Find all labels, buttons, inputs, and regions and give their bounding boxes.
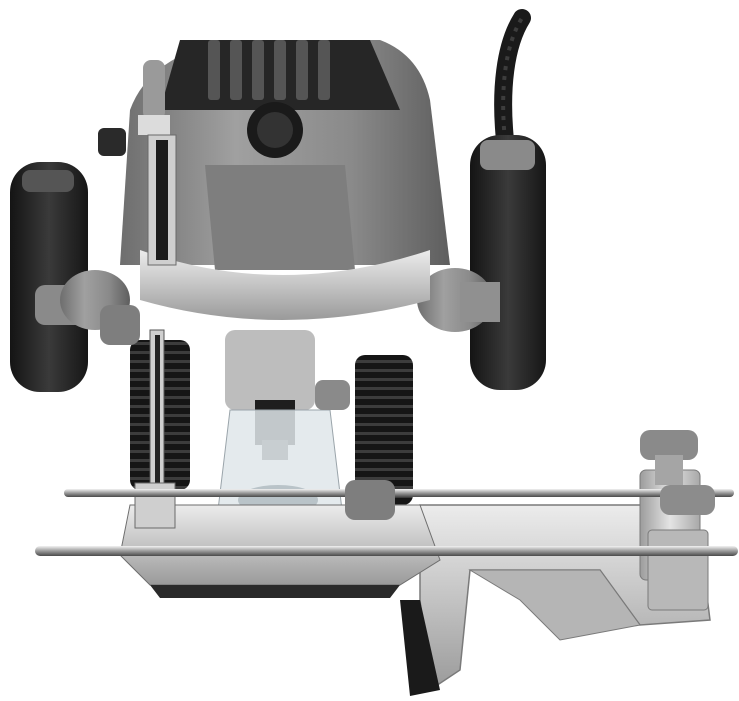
power-cord — [494, 9, 531, 149]
right-handle — [417, 135, 546, 390]
left-handle — [10, 162, 130, 392]
motor-housing — [120, 40, 450, 320]
fence-knobs — [100, 305, 715, 520]
depth-gauge — [98, 60, 177, 266]
column-springs — [130, 329, 413, 505]
guide-rods — [35, 489, 738, 556]
